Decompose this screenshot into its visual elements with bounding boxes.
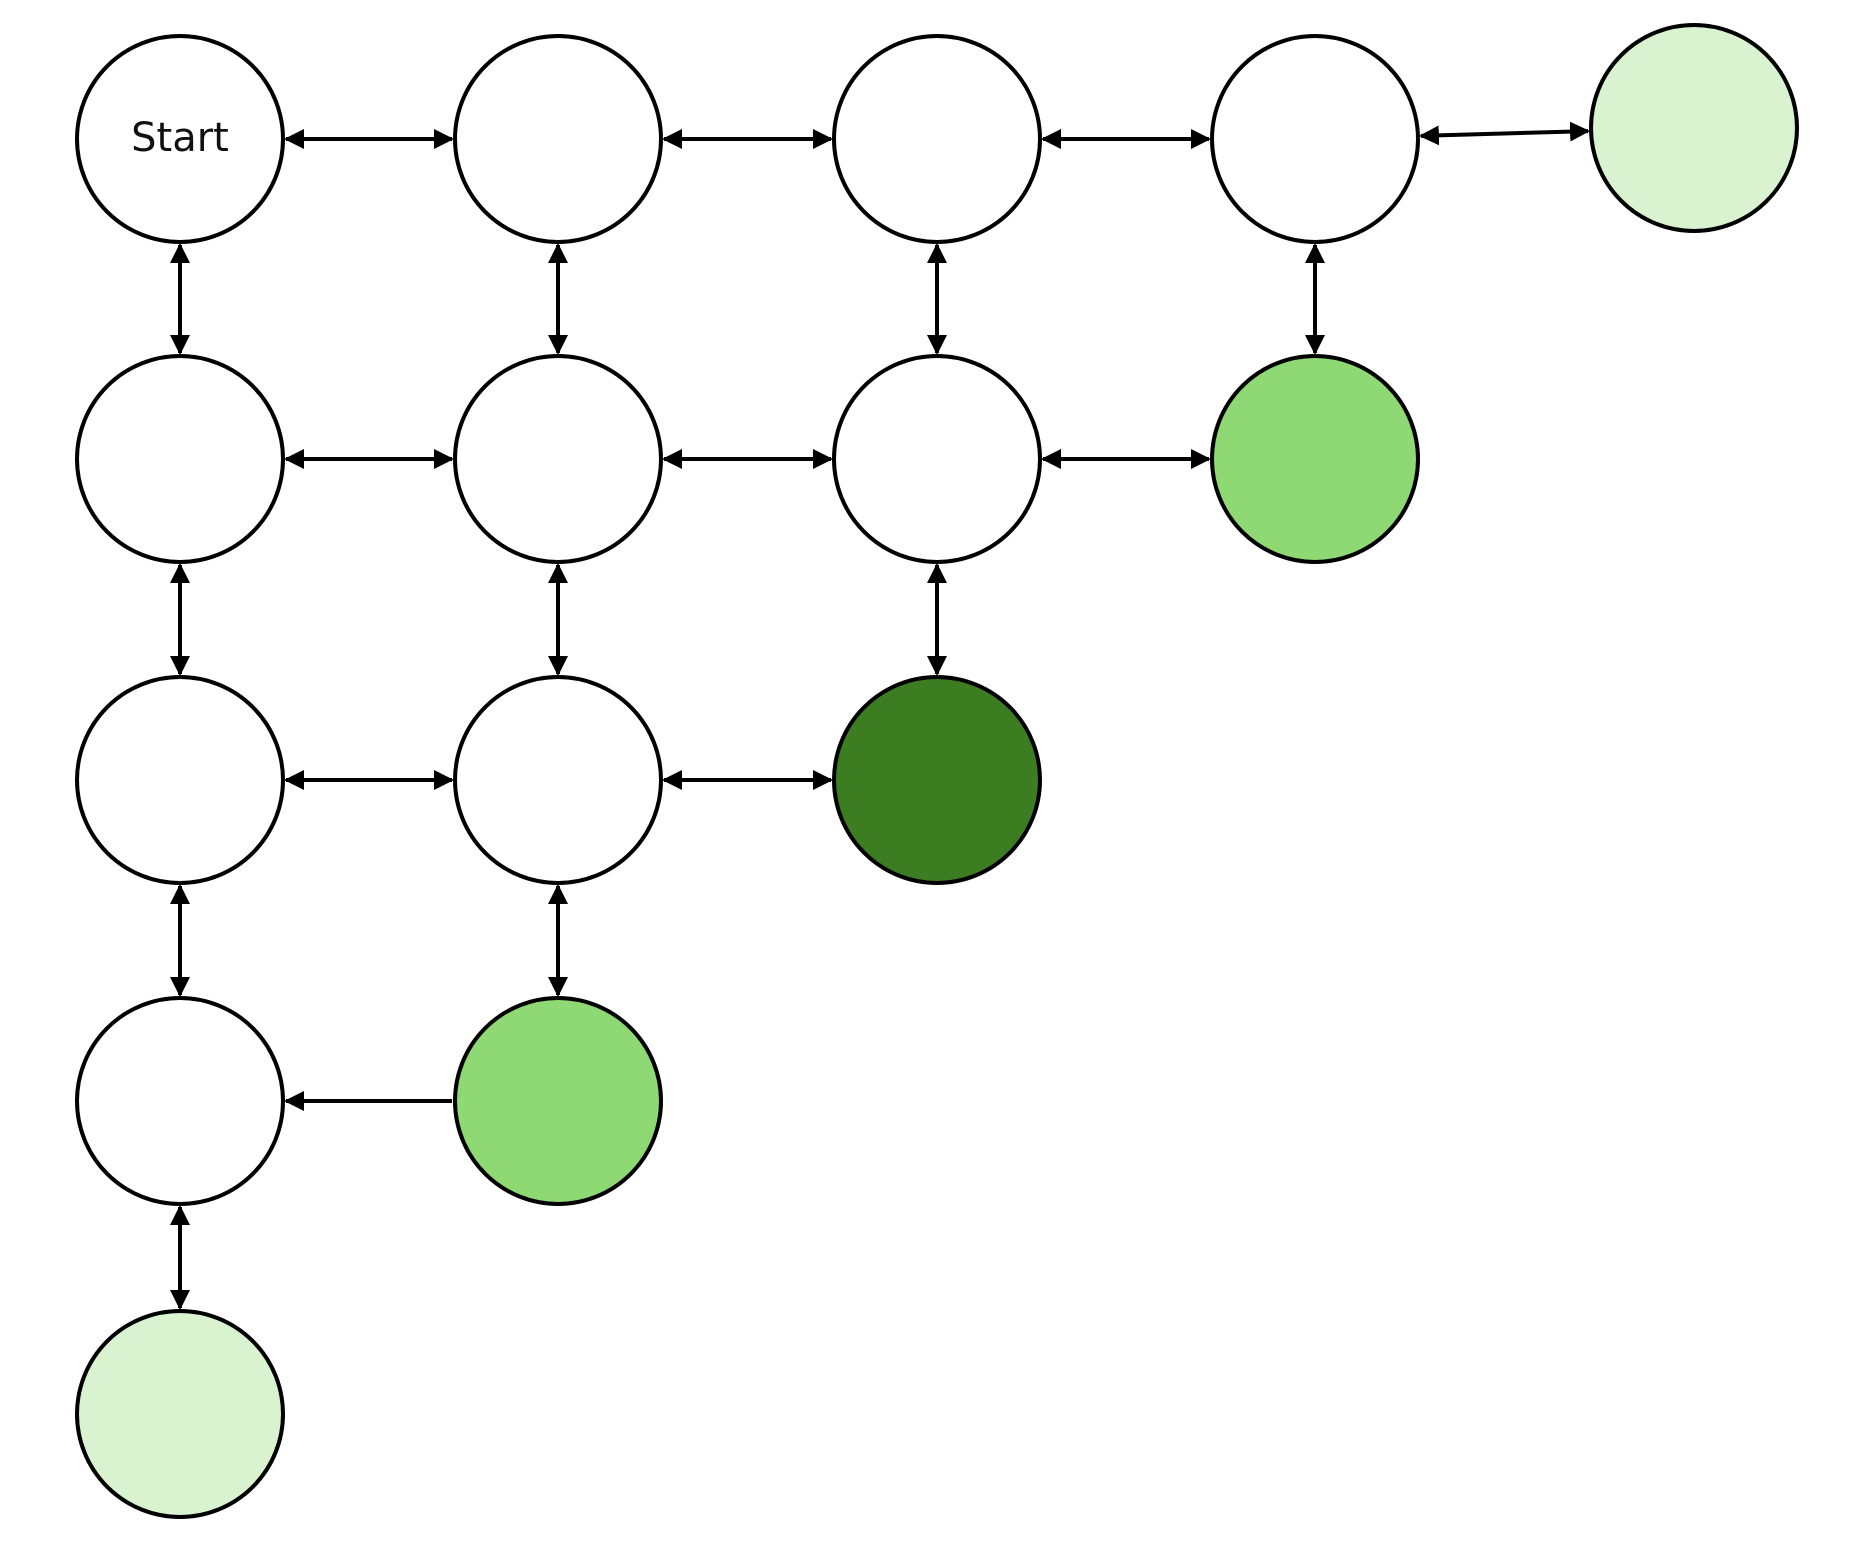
node-circle bbox=[1210, 354, 1420, 564]
node-4-0 bbox=[75, 1309, 285, 1519]
node-circle bbox=[1589, 23, 1799, 233]
node-circle bbox=[453, 354, 663, 564]
node-circle bbox=[75, 1309, 285, 1519]
node-label: Start bbox=[131, 115, 229, 161]
nodes-layer: Start bbox=[75, 23, 1799, 1519]
node-2-2 bbox=[832, 675, 1042, 885]
node-3-1 bbox=[453, 996, 663, 1206]
node-circle bbox=[832, 354, 1042, 564]
node-3-0 bbox=[75, 996, 285, 1206]
node-2-1 bbox=[453, 675, 663, 885]
node-1-2 bbox=[832, 354, 1042, 564]
node-circle bbox=[453, 996, 663, 1206]
node-0-2 bbox=[832, 34, 1042, 244]
node-circle bbox=[75, 34, 285, 244]
node-2-0 bbox=[75, 675, 285, 885]
node-0-0: Start bbox=[75, 34, 285, 244]
node-1-3 bbox=[1210, 354, 1420, 564]
edges-layer bbox=[170, 121, 1591, 1310]
node-circle bbox=[1210, 34, 1420, 244]
node-circle bbox=[75, 354, 285, 564]
node-circle bbox=[832, 34, 1042, 244]
node-1-1 bbox=[453, 354, 663, 564]
node-circle bbox=[832, 675, 1042, 885]
node-0-1 bbox=[453, 34, 663, 244]
edge-n-0-3-to-n-0-4 bbox=[1418, 121, 1591, 146]
node-circle bbox=[75, 996, 285, 1206]
node-circle bbox=[75, 675, 285, 885]
node-0-3 bbox=[1210, 34, 1420, 244]
node-1-0 bbox=[75, 354, 285, 564]
node-0-4 bbox=[1589, 23, 1799, 233]
node-circle bbox=[453, 675, 663, 885]
node-circle bbox=[453, 34, 663, 244]
